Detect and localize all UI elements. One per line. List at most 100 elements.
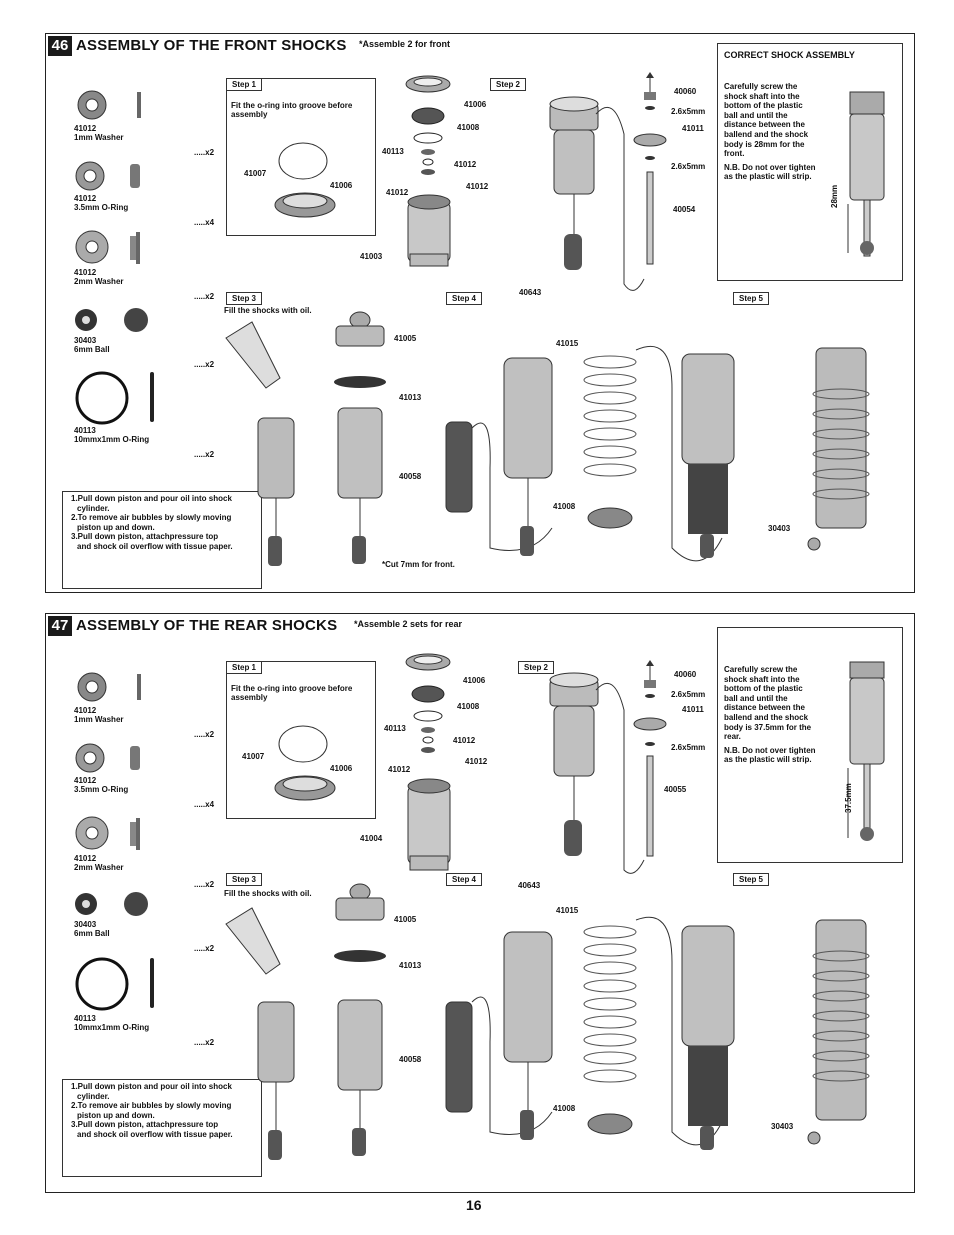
step-tag: Step 4 [446, 292, 483, 305]
part-name: 1mm Washer [74, 133, 124, 142]
oring-groove-figure [274, 725, 336, 801]
oring-icon [75, 161, 140, 191]
part-label: 2.6x5mm [671, 743, 706, 752]
correct-line: Carefully screw the [724, 665, 798, 674]
part-label: 30403 [771, 1122, 794, 1131]
part-label: 41005 [394, 334, 417, 343]
part-label: 41012 [388, 765, 411, 774]
section-note: *Assemble 2 sets for rear [354, 619, 463, 629]
part-label: 41012 [454, 160, 477, 169]
correct-line: rear. [724, 732, 741, 742]
part-label: 2.6x5mm [671, 162, 706, 171]
part-qty: .....x2 [194, 730, 215, 739]
correct-line: distance between the [724, 120, 805, 130]
correct-assembly-box: Carefully screw the shock shaft into the… [717, 627, 903, 863]
correct-line: N.B. Do not over tighten [724, 745, 816, 755]
part-label: 40058 [399, 472, 422, 481]
instruction-line: 1.Pull down piston and pour oil into sho… [71, 1082, 232, 1091]
part-label: 41008 [457, 702, 480, 711]
correct-assembly-title: CORRECT SHOCK ASSEMBLY [724, 50, 855, 60]
part-qty: .....x2 [194, 360, 215, 369]
correct-line: as the plastic will strip. [724, 755, 812, 765]
part-label: 41012 [453, 736, 476, 745]
correct-line: bottom of the plastic [724, 101, 803, 111]
part-label: 41006 [330, 764, 353, 773]
oil-fill-figure [225, 321, 295, 566]
part-qty: .....x2 [194, 292, 215, 301]
instruction-line: piston up and down. [77, 522, 155, 532]
part-number: 40113 [74, 1014, 96, 1023]
part-label: 41012 [465, 757, 488, 766]
correct-line: distance between the [724, 703, 805, 713]
step-tag: Step 5 [733, 292, 770, 305]
oring-groove-figure [274, 142, 336, 218]
correct-line: ballend and the shock [724, 712, 809, 722]
instructions-box: 1.Pull down piston and pour oil into sho… [62, 1079, 262, 1177]
part-label: 41013 [399, 961, 422, 970]
part-label: 41011 [682, 124, 704, 133]
part-qty: .....x2 [194, 148, 215, 157]
step1-text: Fit the o-ring into groove before [231, 101, 353, 110]
shock-cap-figure [334, 883, 386, 1156]
part-label: 41012 [466, 182, 489, 191]
part-label: 41015 [556, 339, 579, 348]
part-number: 30403 [74, 920, 97, 929]
correct-line: bottom of the plastic [724, 684, 803, 694]
part-name: 2mm Washer [74, 277, 124, 286]
part-number: 40113 [74, 426, 96, 435]
section-rear-shocks: 47 ASSEMBLY OF THE REAR SHOCKS *Assemble… [45, 613, 915, 1193]
ball-icon [75, 892, 148, 916]
part-label: 2.6x5mm [671, 690, 706, 699]
instruction-line: 1.Pull down piston and pour oil into sho… [71, 494, 232, 503]
shock-body-figure [549, 96, 645, 291]
assembled-shock-figure [847, 91, 885, 257]
oring-icon [75, 957, 154, 1011]
part-label: 41005 [394, 915, 417, 924]
correct-assembly-box: CORRECT SHOCK ASSEMBLY Carefully screw t… [717, 43, 903, 281]
correct-line: body is 37.5mm for the [724, 722, 812, 732]
part-name: 1mm Washer [74, 715, 124, 724]
part-label: 41008 [457, 123, 480, 132]
part-number: 41012 [74, 194, 97, 203]
step1-text: assembly [231, 110, 268, 119]
part-name: 6mm Ball [74, 929, 110, 938]
section-note: *Assemble 2 for front [359, 39, 451, 49]
shock-cap-figure [334, 311, 386, 564]
section-number: 46 [48, 36, 72, 56]
oring-icon [75, 743, 140, 773]
part-name: 6mm Ball [74, 345, 110, 354]
assembled-shock-figure [847, 661, 885, 841]
part-label: 40113 [384, 724, 406, 733]
section-number: 47 [48, 616, 72, 636]
part-label: 40055 [664, 785, 687, 794]
instruction-line: 3.Pull down piston, attachpressure top [71, 532, 219, 541]
complete-shock-figure [681, 919, 870, 1150]
step-tag: Step 3 [226, 873, 263, 886]
step1-text: Fit the o-ring into groove before [231, 684, 353, 693]
part-label: 41004 [360, 834, 383, 843]
page-number: 16 [466, 1197, 482, 1213]
instruction-line: piston up and down. [77, 1110, 155, 1120]
part-label: 41007 [244, 169, 267, 178]
part-qty: .....x2 [194, 1038, 215, 1047]
step-tag: Step 4 [446, 873, 483, 886]
correct-line: Carefully screw the [724, 82, 798, 91]
cut-note: *Cut 7mm for front. [382, 560, 455, 569]
shock-stack-figure [405, 653, 451, 871]
part-label: 41007 [242, 752, 265, 761]
step3-text: Fill the shocks with oil. [224, 306, 312, 315]
instruction-line: and shock oil overflow with tissue paper… [77, 541, 233, 551]
part-qty: .....x4 [194, 800, 215, 809]
correct-line: front. [724, 149, 745, 159]
part-name: 3.5mm O-Ring [74, 203, 129, 212]
shock-stack-figure [405, 75, 451, 267]
part-label: 40060 [674, 87, 697, 96]
washer-icon [75, 816, 140, 850]
part-label: 41008 [553, 1104, 576, 1113]
